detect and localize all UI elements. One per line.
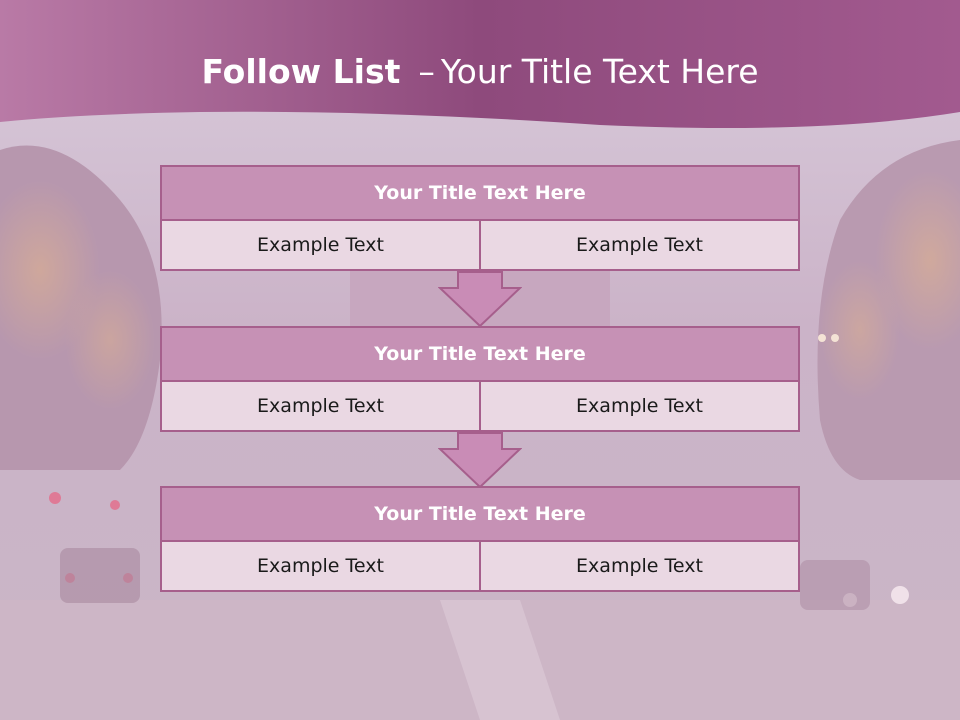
block-left-cell: Example Text	[160, 542, 481, 592]
list-block-3: Your Title Text Here Example Text Exampl…	[160, 486, 800, 592]
title-bold: Follow List	[201, 52, 401, 91]
title-dash: –	[418, 52, 435, 91]
title-rest: Your Title Text Here	[440, 52, 759, 91]
block-row: Example Text Example Text	[160, 542, 800, 592]
block-title: Your Title Text Here	[160, 326, 800, 382]
block-title: Your Title Text Here	[160, 165, 800, 221]
down-arrow-icon	[438, 432, 522, 489]
block-left-cell: Example Text	[160, 382, 481, 432]
list-block-1: Your Title Text Here Example Text Exampl…	[160, 165, 800, 271]
block-right-cell: Example Text	[481, 221, 800, 271]
block-title: Your Title Text Here	[160, 486, 800, 542]
block-left-cell: Example Text	[160, 221, 481, 271]
block-row: Example Text Example Text	[160, 221, 800, 271]
block-right-cell: Example Text	[481, 542, 800, 592]
slide-title: Follow List–Your Title Text Here	[0, 52, 960, 91]
block-row: Example Text Example Text	[160, 382, 800, 432]
list-block-2: Your Title Text Here Example Text Exampl…	[160, 326, 800, 432]
down-arrow-icon	[438, 271, 522, 328]
block-right-cell: Example Text	[481, 382, 800, 432]
